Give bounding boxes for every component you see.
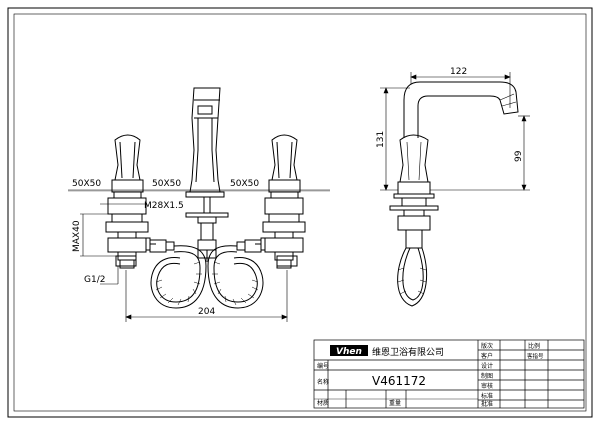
- spout-height-label: 99: [514, 150, 524, 162]
- cell-customer-code-label: 客指号: [527, 352, 544, 360]
- right-tee: [236, 239, 262, 253]
- nipple-size-mid-label: 50X50: [152, 179, 181, 189]
- cell-version-label: 版次: [481, 342, 493, 350]
- right-handle: [255, 134, 306, 269]
- cell-drawing-label: 制图: [481, 372, 493, 380]
- cell-ratio-label: 比例: [528, 342, 540, 350]
- cell-standard-label: 标准: [481, 392, 493, 400]
- side-hose: [397, 247, 428, 307]
- title-block: [313, 339, 585, 409]
- overall-width-label: 204: [198, 307, 215, 317]
- outer-border: [7, 7, 593, 418]
- inner-border: [13, 13, 587, 412]
- cell-material-label: 材质: [317, 399, 329, 407]
- side-view: [389, 81, 519, 307]
- inlet-thread-label: G1/2: [84, 275, 105, 285]
- max-depth-label: MAX40: [72, 220, 82, 252]
- cell-design-label: 设计: [481, 362, 493, 370]
- thread-spec-label: M28X1.5: [144, 201, 184, 211]
- front-dimensions: [68, 189, 330, 322]
- side-body: [399, 134, 429, 183]
- center-tee: [197, 249, 217, 259]
- side-dimensions: [380, 72, 530, 191]
- spout-body: [185, 87, 229, 262]
- height-dimension-label: 131: [376, 131, 386, 148]
- side-spout: [403, 81, 519, 138]
- inlet-left: [115, 255, 137, 267]
- cell-approve-label: 批准: [481, 400, 493, 408]
- nipple-size-right-label: 50X50: [230, 179, 259, 189]
- cell-customer-label: 客户: [481, 352, 493, 360]
- logo-text: Vhen: [336, 347, 362, 357]
- inlet-right: [276, 255, 298, 267]
- reach-dimension-label: 122: [450, 67, 467, 77]
- cell-review-label: 审核: [481, 382, 493, 390]
- vhen-logo: [330, 345, 368, 356]
- cell-code-label: 编号: [317, 362, 329, 370]
- nipple-size-left-label: 50X50: [72, 179, 101, 189]
- cell-name-label: 名称: [317, 378, 329, 386]
- cell-weight-label: 重量: [389, 399, 401, 407]
- model-number: V461172: [372, 374, 426, 388]
- braided-hoses: [150, 245, 264, 309]
- company-name: 维恩卫浴有限公司: [372, 346, 444, 358]
- front-view: [105, 87, 306, 309]
- left-tee: [149, 239, 175, 253]
